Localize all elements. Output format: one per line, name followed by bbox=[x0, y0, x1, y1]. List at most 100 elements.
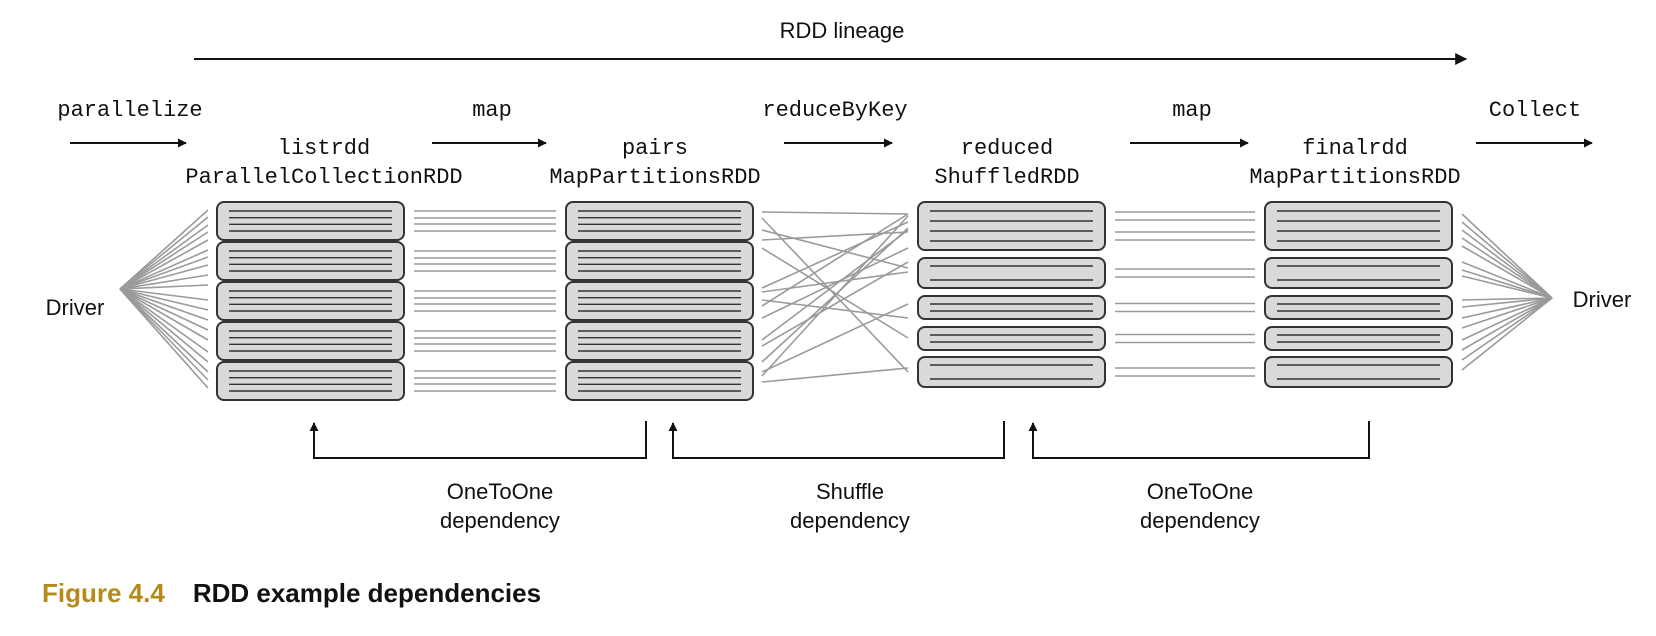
rdd-finalrdd-name: finalrdd bbox=[1302, 136, 1408, 161]
dependency-3-line2: dependency bbox=[1140, 508, 1260, 533]
driver-fanout-line bbox=[119, 249, 209, 290]
driver-fanout-line bbox=[119, 288, 209, 301]
partition-box bbox=[917, 356, 1106, 388]
partition-reduced-4 bbox=[917, 326, 1106, 351]
partition-box bbox=[565, 281, 754, 321]
driver-fanout-line bbox=[119, 274, 209, 290]
dependency-2-line1: Shuffle bbox=[816, 479, 884, 504]
driver-fanin-line bbox=[1461, 229, 1553, 299]
dependency-1-line2: dependency bbox=[440, 508, 560, 533]
driver-fanin-line bbox=[1461, 297, 1553, 319]
shuffle-connector bbox=[761, 303, 909, 373]
partition-box bbox=[917, 257, 1106, 289]
partition-box bbox=[216, 361, 405, 401]
dependency-bracket-shuffle bbox=[668, 421, 1005, 459]
lineage-label: RDD lineage bbox=[780, 18, 905, 43]
partition-pairs-2 bbox=[565, 241, 754, 281]
driver-fanout-line bbox=[119, 288, 209, 341]
rdd-finalrdd-type: MapPartitionsRDD bbox=[1249, 165, 1460, 190]
op-map-label: map bbox=[472, 98, 512, 123]
partition-reduced-2 bbox=[917, 257, 1106, 289]
driver-fanout-line bbox=[119, 288, 209, 331]
driver-fanin-line bbox=[1461, 245, 1553, 299]
driver-fanin-line bbox=[1461, 237, 1553, 299]
partition-listrdd-5 bbox=[216, 361, 405, 401]
op-collect-label: Collect bbox=[1489, 98, 1581, 123]
rdd-listrdd-type: ParallelCollectionRDD bbox=[185, 165, 462, 190]
shuffle-connector bbox=[761, 247, 909, 319]
dependency-bracket-onetoone-1 bbox=[309, 421, 647, 459]
driver-fanout-line bbox=[119, 231, 209, 290]
driver-fanout-line bbox=[119, 224, 209, 290]
partition-box bbox=[1264, 257, 1453, 289]
driver-fanin-line bbox=[1461, 261, 1553, 299]
partition-box bbox=[917, 201, 1106, 251]
driver-fanout-line bbox=[119, 288, 209, 321]
rdd-reduced-name: reduced bbox=[961, 136, 1053, 161]
rdd-pairs-name: pairs bbox=[622, 136, 688, 161]
figure-title: RDD example dependencies bbox=[192, 578, 542, 608]
partition-listrdd-3 bbox=[216, 281, 405, 321]
partition-listrdd-2 bbox=[216, 241, 405, 281]
partition-box bbox=[917, 295, 1106, 320]
dependency-1-line1: OneToOne bbox=[447, 479, 553, 504]
driver-fanout-line bbox=[119, 209, 209, 290]
shuffle-connector bbox=[761, 215, 909, 377]
partition-box bbox=[216, 241, 405, 281]
driver-fanout-line bbox=[119, 288, 209, 389]
rdd-pairs-type: MapPartitionsRDD bbox=[549, 165, 760, 190]
driver-fanin-line bbox=[1461, 221, 1553, 299]
driver-fanin-line bbox=[1461, 275, 1553, 299]
partition-reduced-1 bbox=[917, 201, 1106, 251]
partition-box bbox=[565, 241, 754, 281]
partition-finalrdd-1 bbox=[1264, 201, 1453, 251]
driver-fanout-line bbox=[119, 264, 209, 290]
partition-pairs-5 bbox=[565, 361, 754, 401]
partition-reduced-3 bbox=[917, 295, 1106, 320]
dependency-3-line1: OneToOne bbox=[1147, 479, 1253, 504]
driver-fanout-line bbox=[119, 288, 209, 311]
driver-fanout-line bbox=[119, 239, 209, 290]
shuffle-connector bbox=[761, 367, 909, 383]
driver-fanout-line bbox=[119, 288, 209, 373]
driver-fanin-line bbox=[1461, 297, 1553, 329]
partition-box bbox=[216, 321, 405, 361]
partition-box bbox=[216, 281, 405, 321]
dependency-bracket-onetoone-2 bbox=[1028, 421, 1370, 459]
partition-box bbox=[565, 361, 754, 401]
partition-connectors bbox=[119, 209, 1553, 392]
driver-fanout-line bbox=[119, 288, 209, 353]
driver-fanin-line bbox=[1461, 297, 1553, 301]
figure-number: Figure 4.4 bbox=[42, 578, 165, 608]
driver-fanout-line bbox=[119, 288, 209, 363]
op-reducebykey-label: reduceByKey bbox=[762, 98, 907, 123]
partition-box bbox=[1264, 295, 1453, 320]
partition-finalrdd-2 bbox=[1264, 257, 1453, 289]
driver-fanin-line bbox=[1461, 297, 1553, 351]
partition-box bbox=[565, 321, 754, 361]
partition-finalrdd-3 bbox=[1264, 295, 1453, 320]
driver-left-label: Driver bbox=[46, 295, 105, 320]
partition-pairs-4 bbox=[565, 321, 754, 361]
driver-fanout-line bbox=[119, 288, 209, 381]
shuffle-connector bbox=[761, 229, 909, 269]
partition-box bbox=[1264, 356, 1453, 388]
partition-finalrdd-4 bbox=[1264, 326, 1453, 351]
partition-box bbox=[917, 326, 1106, 351]
dependency-2-line2: dependency bbox=[790, 508, 910, 533]
driver-fanout-line bbox=[119, 256, 209, 290]
partition-reduced-5 bbox=[917, 356, 1106, 388]
partition-listrdd-1 bbox=[216, 201, 405, 241]
driver-right-label: Driver bbox=[1573, 287, 1632, 312]
shuffle-connector bbox=[761, 213, 909, 307]
partition-pairs-3 bbox=[565, 281, 754, 321]
shuffle-connector bbox=[761, 261, 909, 347]
driver-fanin-line bbox=[1461, 297, 1553, 371]
op-map-2-label: map bbox=[1172, 98, 1212, 123]
shuffle-connector bbox=[761, 221, 909, 289]
shuffle-connector bbox=[761, 211, 909, 215]
shuffle-connector bbox=[761, 299, 909, 319]
partition-box bbox=[565, 201, 754, 241]
partition-pairs-1 bbox=[565, 201, 754, 241]
